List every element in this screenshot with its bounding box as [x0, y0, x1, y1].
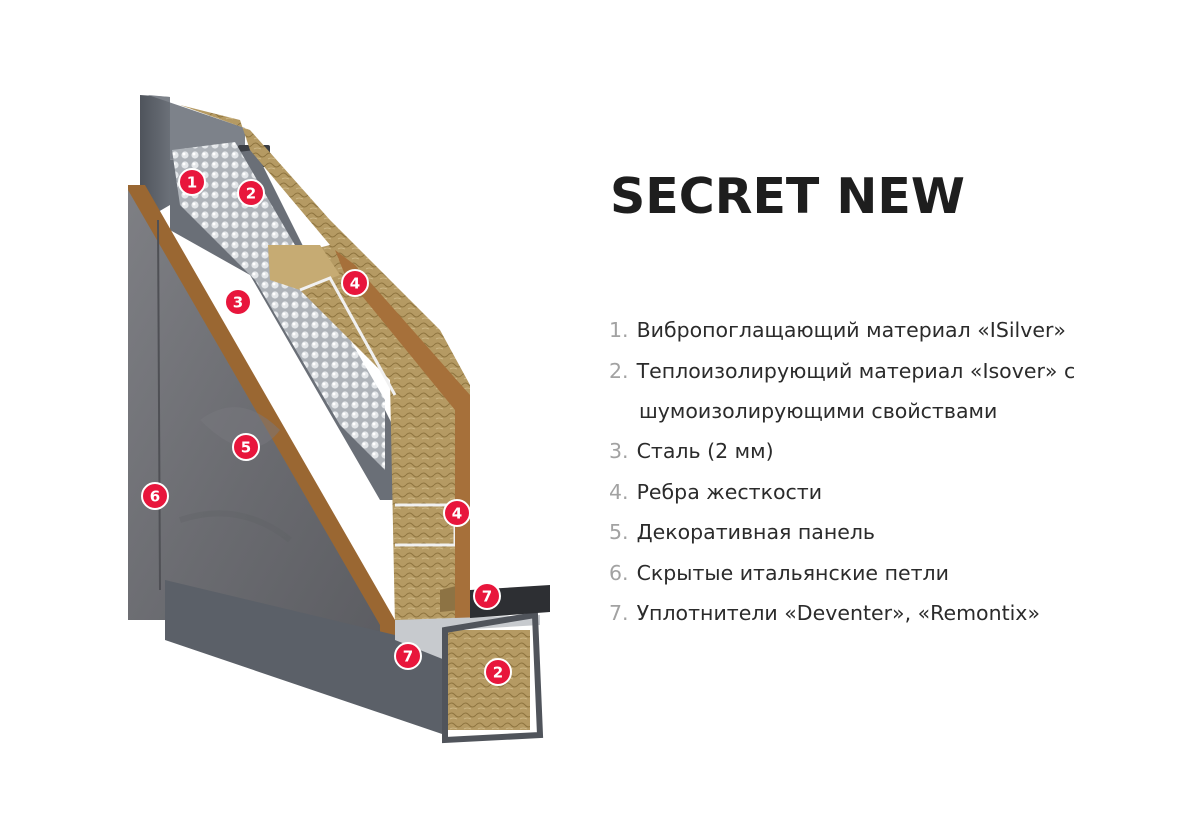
- legend-text: Скрытые итальянские петли: [636, 560, 949, 585]
- legend-text: Декоративная панель: [636, 520, 876, 544]
- legend-item: 5. Декоративная панель: [609, 519, 1129, 545]
- decorative-panel: [128, 190, 380, 645]
- marker-4-lower: 4: [443, 499, 471, 527]
- svg-text:7: 7: [403, 648, 413, 666]
- marker-7-lower: 7: [394, 642, 422, 670]
- legend-item: 4. Ребра жесткости: [609, 479, 1129, 505]
- legend-number: 4.: [609, 479, 629, 504]
- svg-text:5: 5: [241, 439, 251, 457]
- marker-4-upper: 4: [341, 269, 369, 297]
- legend-number: 2.: [609, 358, 629, 383]
- legend-number: 5.: [609, 520, 629, 544]
- svg-text:4: 4: [452, 505, 462, 523]
- legend-item: 3. Сталь (2 мм): [609, 438, 1129, 464]
- legend-text: Ребра жесткости: [636, 479, 823, 504]
- legend-item: 7. Уплотнители «Deventer», «Remontix»: [609, 600, 1129, 626]
- legend-text: Теплоизолирующий материал «Isover» с: [636, 358, 1076, 383]
- svg-text:3: 3: [233, 294, 243, 312]
- product-title: SECRET NEW: [610, 168, 965, 225]
- marker-2-lower: 2: [484, 658, 512, 686]
- legend-text: Сталь (2 мм): [636, 439, 774, 463]
- svg-text:4: 4: [350, 275, 360, 293]
- marker-3: 3: [224, 288, 252, 316]
- legend-number: 1.: [609, 318, 629, 342]
- legend-list: 1. Вибропоглащающий материал «ISilver» 2.…: [609, 317, 1129, 641]
- marker-2-upper: 2: [237, 179, 265, 207]
- legend-number: 7.: [609, 601, 629, 625]
- legend-number: 6.: [609, 560, 629, 585]
- svg-text:1: 1: [187, 174, 197, 192]
- legend-number: 3.: [609, 439, 629, 463]
- legend-text: Вибропоглащающий материал «ISilver»: [636, 318, 1066, 342]
- legend-item: 6. Скрытые итальянские петли: [609, 560, 1129, 586]
- svg-text:7: 7: [482, 588, 492, 606]
- svg-text:2: 2: [493, 664, 503, 682]
- svg-text:6: 6: [150, 488, 160, 506]
- marker-6: 6: [141, 482, 169, 510]
- marker-5: 5: [232, 433, 260, 461]
- legend-item: 2. Теплоизолирующий материал «Isover» с ш…: [609, 358, 1129, 424]
- legend-text-continuation: шумоизолирующими свойствами: [639, 398, 998, 423]
- vibration-damping-foil-layer: [172, 142, 385, 470]
- marker-1: 1: [178, 168, 206, 196]
- legend-item: 1. Вибропоглащающий материал «ISilver»: [609, 317, 1129, 343]
- svg-text:2: 2: [246, 185, 256, 203]
- marker-7-upper: 7: [473, 582, 501, 610]
- legend-text: Уплотнители «Deventer», «Remontix»: [636, 601, 1040, 625]
